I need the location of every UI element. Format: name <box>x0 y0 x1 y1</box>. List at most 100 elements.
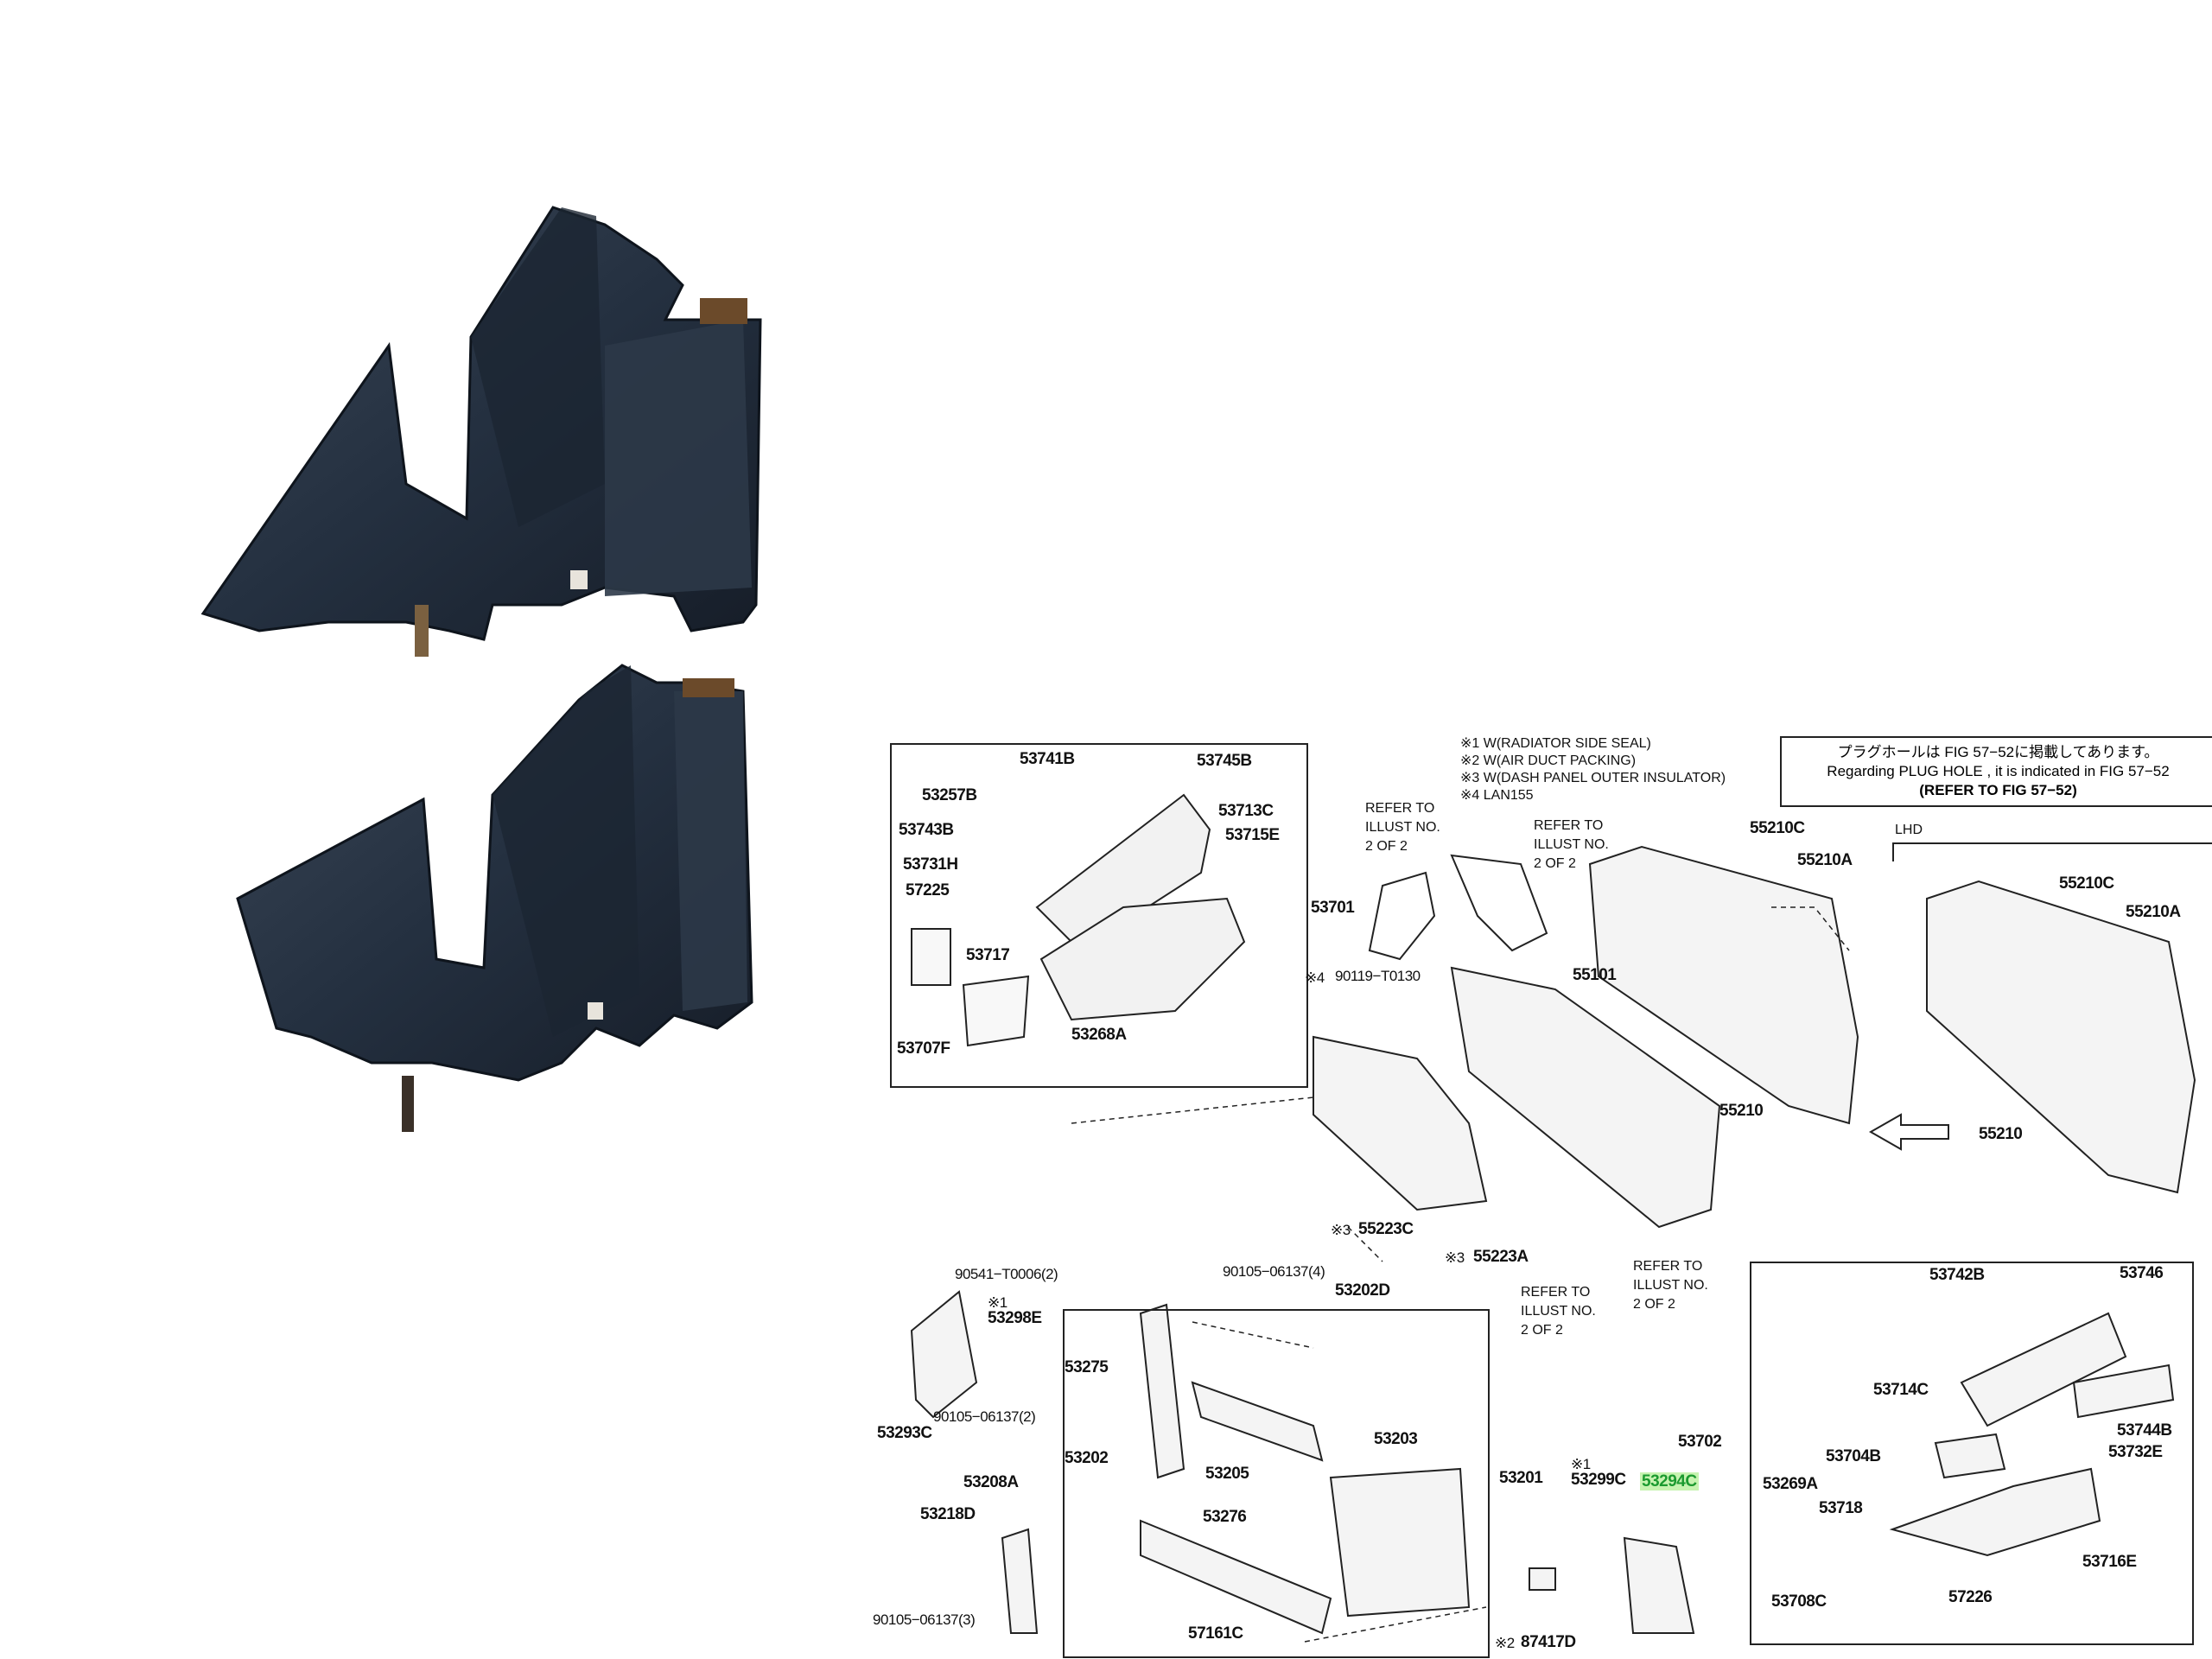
part-label[interactable]: 55210 <box>1979 1125 2023 1143</box>
part-label[interactable]: 90105−06137(4) <box>1223 1263 1325 1280</box>
part-55210a-shape <box>1588 845 1859 1125</box>
part-label[interactable]: 53731H <box>903 855 958 874</box>
part-label[interactable]: 53744B <box>2117 1421 2172 1440</box>
part-label-highlighted[interactable]: 53294C <box>1640 1472 1699 1491</box>
part-label[interactable]: 55223C <box>1358 1220 1414 1238</box>
part-label[interactable]: 53702 <box>1678 1433 1722 1451</box>
part-55223a-shape <box>1313 1035 1488 1211</box>
part-label[interactable]: 53268A <box>1071 1026 1127 1044</box>
refer-note-4: REFER TO ILLUST NO. 2 OF 2 <box>1633 1257 1708 1314</box>
part-label[interactable]: 55223A <box>1473 1248 1529 1266</box>
refer-line: REFER TO <box>1521 1285 1591 1300</box>
refer-line: REFER TO <box>1534 818 1604 833</box>
bracket-upper-photo <box>200 206 762 657</box>
inset-frame-lower-center <box>1063 1309 1490 1658</box>
part-label[interactable]: 53732E <box>2108 1443 2163 1461</box>
lhd-bracket <box>1892 842 2212 861</box>
arrow-lhd <box>1868 1113 1949 1151</box>
part-label[interactable]: 53713C <box>1218 802 1274 820</box>
part-label-marker: ※3 <box>1445 1249 1465 1266</box>
part-label[interactable]: 55101 <box>1573 966 1617 984</box>
part-label[interactable]: 53208A <box>963 1473 1019 1491</box>
part-53717-shape <box>962 975 1030 1047</box>
part-label[interactable]: 53299C <box>1571 1471 1626 1489</box>
part-label[interactable]: 53708C <box>1771 1592 1827 1611</box>
part-label[interactable]: 57161C <box>1188 1624 1243 1643</box>
part-55101-shape <box>1450 966 1721 1229</box>
part-label[interactable]: 53202D <box>1335 1281 1390 1300</box>
part-label[interactable]: 53701 <box>1311 899 1355 917</box>
part-53218d-shape <box>1001 1528 1039 1634</box>
part-label[interactable]: 53743B <box>899 821 954 839</box>
highlighted-part-number: 53294C <box>1640 1472 1699 1491</box>
part-label[interactable]: 53276 <box>1203 1508 1247 1526</box>
part-label[interactable]: 53718 <box>1819 1499 1863 1517</box>
part-57161c-shape <box>1140 1519 1332 1635</box>
part-label[interactable]: 53746 <box>2120 1264 2164 1282</box>
part-55210b-shape <box>1926 880 2196 1194</box>
part-label[interactable]: 53715E <box>1225 826 1280 844</box>
part-label[interactable]: 53741B <box>1020 750 1075 768</box>
plug-hole-info-box: プラグホールは FIG 57−52に掲載してあります。 Regarding PL… <box>1780 736 2212 807</box>
part-53744b-shape <box>2072 1363 2175 1419</box>
part-label[interactable]: 53202 <box>1065 1449 1109 1467</box>
part-label[interactable]: 53269A <box>1763 1475 1818 1493</box>
refer-line: ILLUST NO. <box>1633 1278 1708 1293</box>
part-label[interactable]: 53275 <box>1065 1358 1109 1376</box>
part-label[interactable]: 55210 <box>1719 1102 1764 1120</box>
inset-frame-upper-left <box>890 743 1308 1088</box>
part-label[interactable]: 53717 <box>966 946 1010 964</box>
part-label[interactable]: 53293C <box>877 1424 932 1442</box>
refer-line: 2 OF 2 <box>1521 1323 1563 1338</box>
part-53294c-shape <box>1623 1536 1695 1634</box>
refer-line: ILLUST NO. <box>1534 837 1609 852</box>
refer-note-2: REFER TO ILLUST NO. 2 OF 2 <box>1534 817 1609 874</box>
bracket-lower-photo <box>236 664 753 1132</box>
part-label[interactable]: 53745B <box>1197 752 1252 770</box>
part-label[interactable]: 55210C <box>1750 819 1805 837</box>
part-53718-shape <box>1889 1467 2101 1557</box>
part-53704b-shape <box>1934 1433 2006 1479</box>
part-cowl-shape <box>1368 871 1436 961</box>
part-label[interactable]: 90105−06137(3) <box>873 1611 976 1628</box>
part-label[interactable]: 55210A <box>1797 851 1853 869</box>
part-53714c-shape <box>1960 1312 2127 1427</box>
part-label[interactable]: 90119−T0130 <box>1335 968 1421 984</box>
part-label[interactable]: 53714C <box>1873 1381 1929 1399</box>
part-label[interactable]: 53707F <box>897 1039 950 1058</box>
part-label[interactable]: 53298E <box>988 1309 1042 1327</box>
refer-line: 2 OF 2 <box>1633 1297 1675 1312</box>
info-line-2: Regarding PLUG HOLE , it is indicated in… <box>1827 763 2170 779</box>
refer-line: REFER TO <box>1365 801 1435 816</box>
part-label[interactable]: 57226 <box>1948 1588 1993 1606</box>
part-label[interactable]: 53205 <box>1205 1465 1249 1483</box>
inset-frame-lower-right <box>1750 1262 2194 1645</box>
part-53701-shape <box>1039 897 1246 1021</box>
part-label[interactable]: 53704B <box>1826 1447 1881 1465</box>
part-label[interactable]: 57225 <box>906 881 950 899</box>
refer-line: ILLUST NO. <box>1365 820 1440 835</box>
part-label-marker: ※1 <box>1571 1456 1591 1472</box>
part-label[interactable]: 55210C <box>2059 874 2114 893</box>
part-label[interactable]: 55210A <box>2126 903 2181 921</box>
note-4: ※4 LAN155 <box>1460 788 1534 803</box>
part-label[interactable]: 90541−T0006(2) <box>955 1266 1058 1282</box>
part-label[interactable]: 53203 <box>1374 1430 1418 1448</box>
part-53203-shape <box>1329 1467 1471 1618</box>
part-label-marker: ※3 <box>1331 1222 1351 1238</box>
part-label[interactable]: 53257B <box>922 786 977 804</box>
part-label[interactable]: 87417D <box>1521 1633 1576 1651</box>
part-label[interactable]: 90105−06137(2) <box>933 1408 1036 1425</box>
info-line-1: プラグホールは FIG 57−52に掲載してあります。 <box>1837 744 2159 760</box>
part-53205-shape <box>1191 1381 1324 1462</box>
part-label-marker: ※1 <box>988 1294 1007 1311</box>
part-label[interactable]: 53218D <box>920 1505 976 1523</box>
refer-line: 2 OF 2 <box>1534 856 1576 871</box>
part-label[interactable]: 53742B <box>1929 1266 1985 1284</box>
part-label[interactable]: 53716E <box>2082 1553 2137 1571</box>
part-label[interactable]: 53201 <box>1499 1469 1543 1487</box>
part-label-marker: ※2 <box>1495 1635 1515 1651</box>
info-line-3: (REFER TO FIG 57−52) <box>1919 782 2077 798</box>
